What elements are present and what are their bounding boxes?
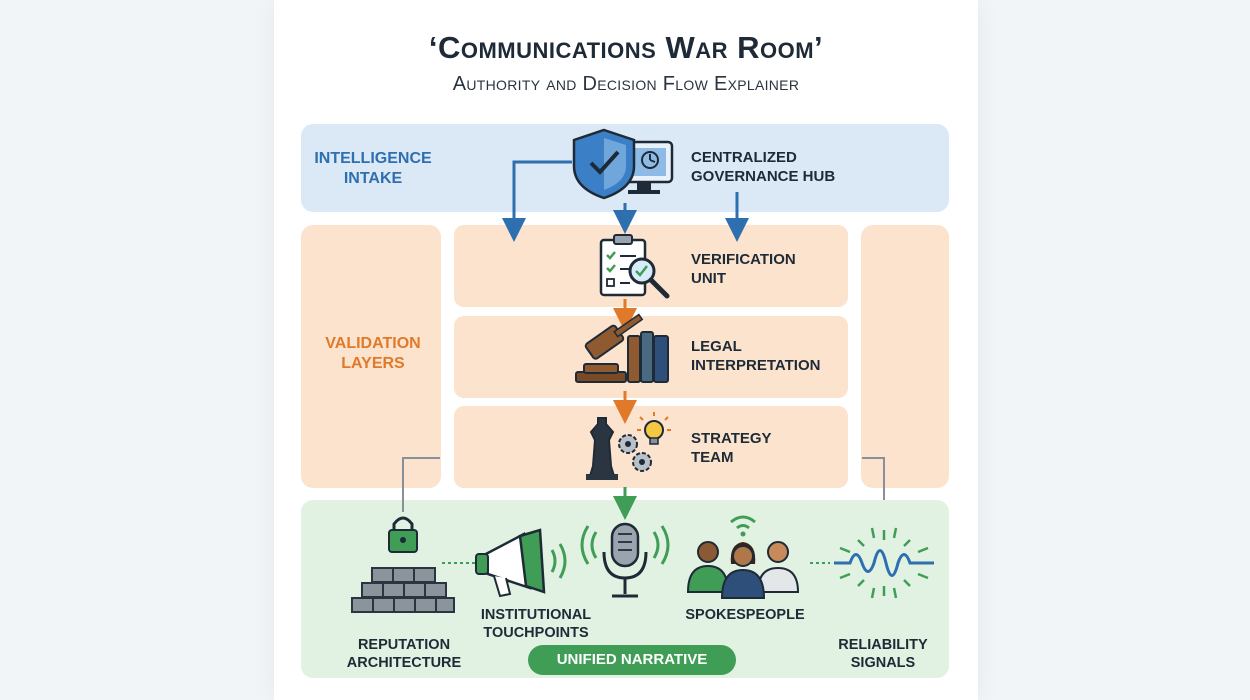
people-wifi-icon [686,515,800,599]
signal-wave-icon [834,527,934,599]
shield-monitor-icon [572,128,674,200]
strategy-stage [454,406,848,488]
side-connectors [402,457,885,512]
page-subtitle: Authority and Decision Flow Explainer [452,73,800,95]
gavel-books-icon [575,313,669,383]
padlock-blocks-icon [351,516,455,613]
intake-arrows [502,160,749,242]
validation-band-left [301,225,441,488]
chess-gears-bulb-icon [586,412,671,480]
validation-band-right [861,225,949,488]
checklist-magnifier-icon [599,234,670,299]
spokespeople-label: SPOKESPEOPLE [685,607,805,623]
page-title: ‘Communications War Room’ [428,30,824,65]
megaphone-icon [475,528,567,598]
unified-narrative-pill: UNIFIED NARRATIVE [528,645,736,675]
microphone-icon [580,522,670,598]
